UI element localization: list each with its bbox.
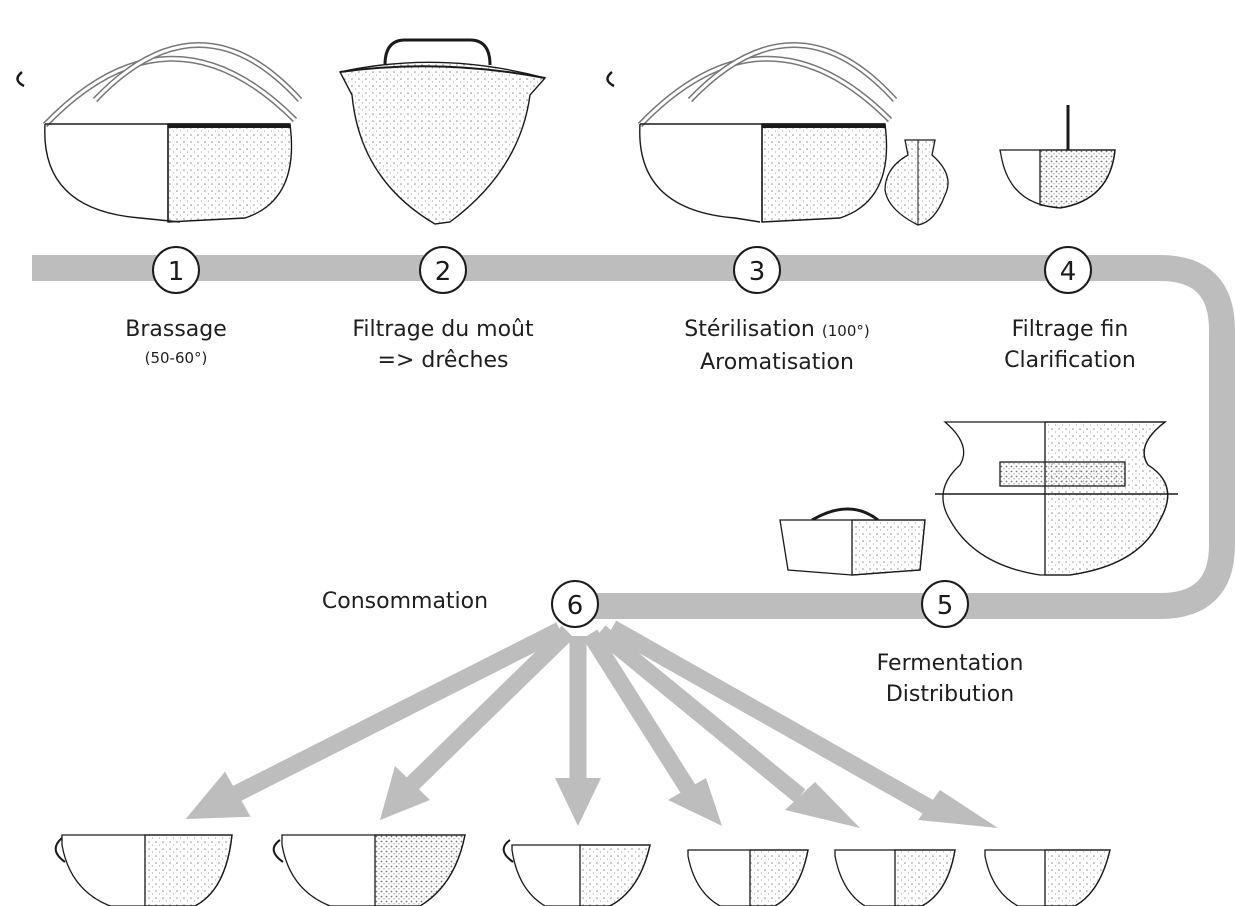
cauldron-illustration-1 (16, 42, 303, 223)
step-number-5: 5 (937, 591, 954, 621)
cup-4 (687, 849, 809, 906)
step-5-subtitle: Distribution (885, 682, 1015, 707)
step-label-5: Fermentation Distribution (860, 648, 1040, 710)
process-flow-band (32, 255, 1235, 619)
step-number-3: 3 (749, 257, 766, 287)
drinking-cups-row (54, 834, 1111, 906)
step-circle-1: 1 (152, 246, 200, 294)
step-1-title: Brassage (125, 317, 227, 342)
step-4-subtitle: Clarification (1004, 348, 1136, 373)
cup-2 (272, 834, 466, 906)
cup-3 (502, 839, 651, 906)
step-number-1: 1 (168, 257, 185, 287)
filter-vessel-illustration (338, 38, 547, 225)
step-3-temperature: (100°) (821, 322, 870, 340)
cup-1 (54, 834, 233, 906)
cauldron-illustration-3 (606, 42, 898, 223)
step-3-title: Stérilisation (684, 317, 815, 342)
strainer-bowl-illustration (999, 105, 1116, 209)
step-label-3: Stérilisation (100°) Aromatisation (657, 314, 897, 378)
step-1-temperature: (50-60°) (144, 349, 208, 367)
step-label-6: Consommation (305, 586, 505, 617)
step-circle-6: 6 (551, 580, 599, 628)
step-4-title: Filtrage fin (1011, 317, 1129, 342)
step-3-subtitle: Aromatisation (700, 350, 854, 375)
step-2-subtitle: => drêches (377, 348, 509, 373)
step-number-6: 6 (567, 591, 584, 621)
step-6-title: Consommation (321, 589, 489, 614)
step-5-title: Fermentation (876, 651, 1024, 676)
cup-5 (834, 849, 956, 906)
step-circle-3: 3 (733, 246, 781, 294)
cup-6 (984, 849, 1111, 906)
large-jar-illustration (935, 421, 1178, 576)
step-circle-5: 5 (921, 580, 969, 628)
small-flask-illustration (884, 139, 949, 226)
step-label-1: Brassage (50-60°) (96, 314, 256, 371)
handled-basin-illustration (779, 507, 926, 576)
step-3-title-row: Stérilisation (100°) (657, 314, 897, 347)
step-number-2: 2 (435, 257, 452, 287)
distribution-arrows (185, 620, 998, 828)
step-label-4: Filtrage fin Clarification (980, 314, 1160, 376)
step-circle-2: 2 (419, 246, 467, 294)
step-2-title: Filtrage du moût (352, 317, 534, 342)
step-label-2: Filtrage du moût => drêches (318, 314, 568, 376)
step-number-4: 4 (1060, 257, 1077, 287)
step-circle-4: 4 (1044, 246, 1092, 294)
